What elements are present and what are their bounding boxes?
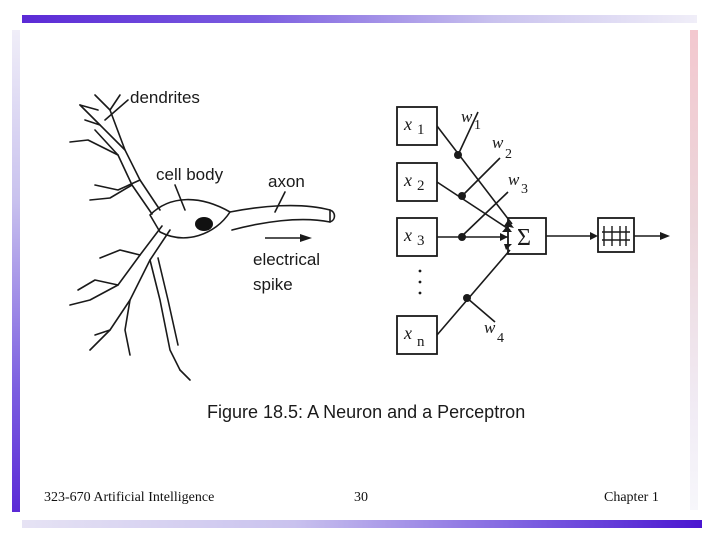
- weight-sub-1: 1: [474, 118, 481, 133]
- slide-left-border: [12, 30, 20, 512]
- weight-sub-4: 4: [497, 331, 504, 346]
- weight-var-2: w: [492, 133, 504, 152]
- spike-arrow: [265, 234, 312, 242]
- threshold-function-icon: [602, 226, 630, 246]
- summation-symbol: Σ: [517, 225, 531, 251]
- label-spike: spike: [253, 275, 293, 294]
- input-var-3: x: [403, 225, 412, 245]
- weight-node-4: [463, 294, 471, 302]
- sum-to-threshold-arrow: [546, 232, 598, 240]
- ellipsis-dots: [418, 269, 422, 295]
- output-arrow: [634, 232, 670, 240]
- label-dendrites: dendrites: [130, 88, 200, 107]
- weight-node-2: [458, 192, 466, 200]
- weight-sub-2: 2: [505, 147, 512, 162]
- slide-bottom-border: [22, 520, 702, 528]
- label-axon: axon: [268, 172, 305, 191]
- leader-axon: [274, 191, 286, 213]
- neuron-nucleus: [195, 217, 213, 231]
- figure-caption: Figure 18.5: A Neuron and a Perceptron: [207, 402, 525, 422]
- input-sub-3: 3: [417, 233, 425, 249]
- leader-dendrites: [104, 99, 129, 121]
- label-electrical: electrical: [253, 250, 320, 269]
- slide-right-border: [690, 30, 698, 510]
- footer-page-number: 30: [354, 490, 368, 505]
- weight-var-1: w: [461, 107, 473, 126]
- neuron-dendrites: [69, 94, 191, 381]
- input-sub-1: 1: [417, 122, 425, 138]
- weight-node-1: [454, 151, 462, 159]
- weighted-connections: [436, 111, 513, 336]
- threshold-box: [597, 217, 635, 253]
- label-cell-body: cell body: [156, 165, 224, 184]
- neuron-cell-body: [149, 198, 336, 239]
- weight-var-4: w: [484, 318, 496, 337]
- weight-sub-3: 3: [521, 182, 528, 197]
- input-sub-n: n: [417, 334, 425, 350]
- input-var-n: x: [403, 323, 412, 343]
- input-var-1: x: [403, 114, 412, 134]
- leader-cell-body: [174, 184, 186, 211]
- weight-node-3: [458, 233, 466, 241]
- input-var-2: x: [403, 170, 412, 190]
- weight-var-3: w: [508, 170, 520, 189]
- footer-chapter: Chapter 1: [604, 490, 659, 505]
- slide-top-border: [22, 15, 697, 23]
- footer-course: 323-670 Artificial Intelligence: [44, 490, 215, 505]
- input-sub-2: 2: [417, 178, 425, 194]
